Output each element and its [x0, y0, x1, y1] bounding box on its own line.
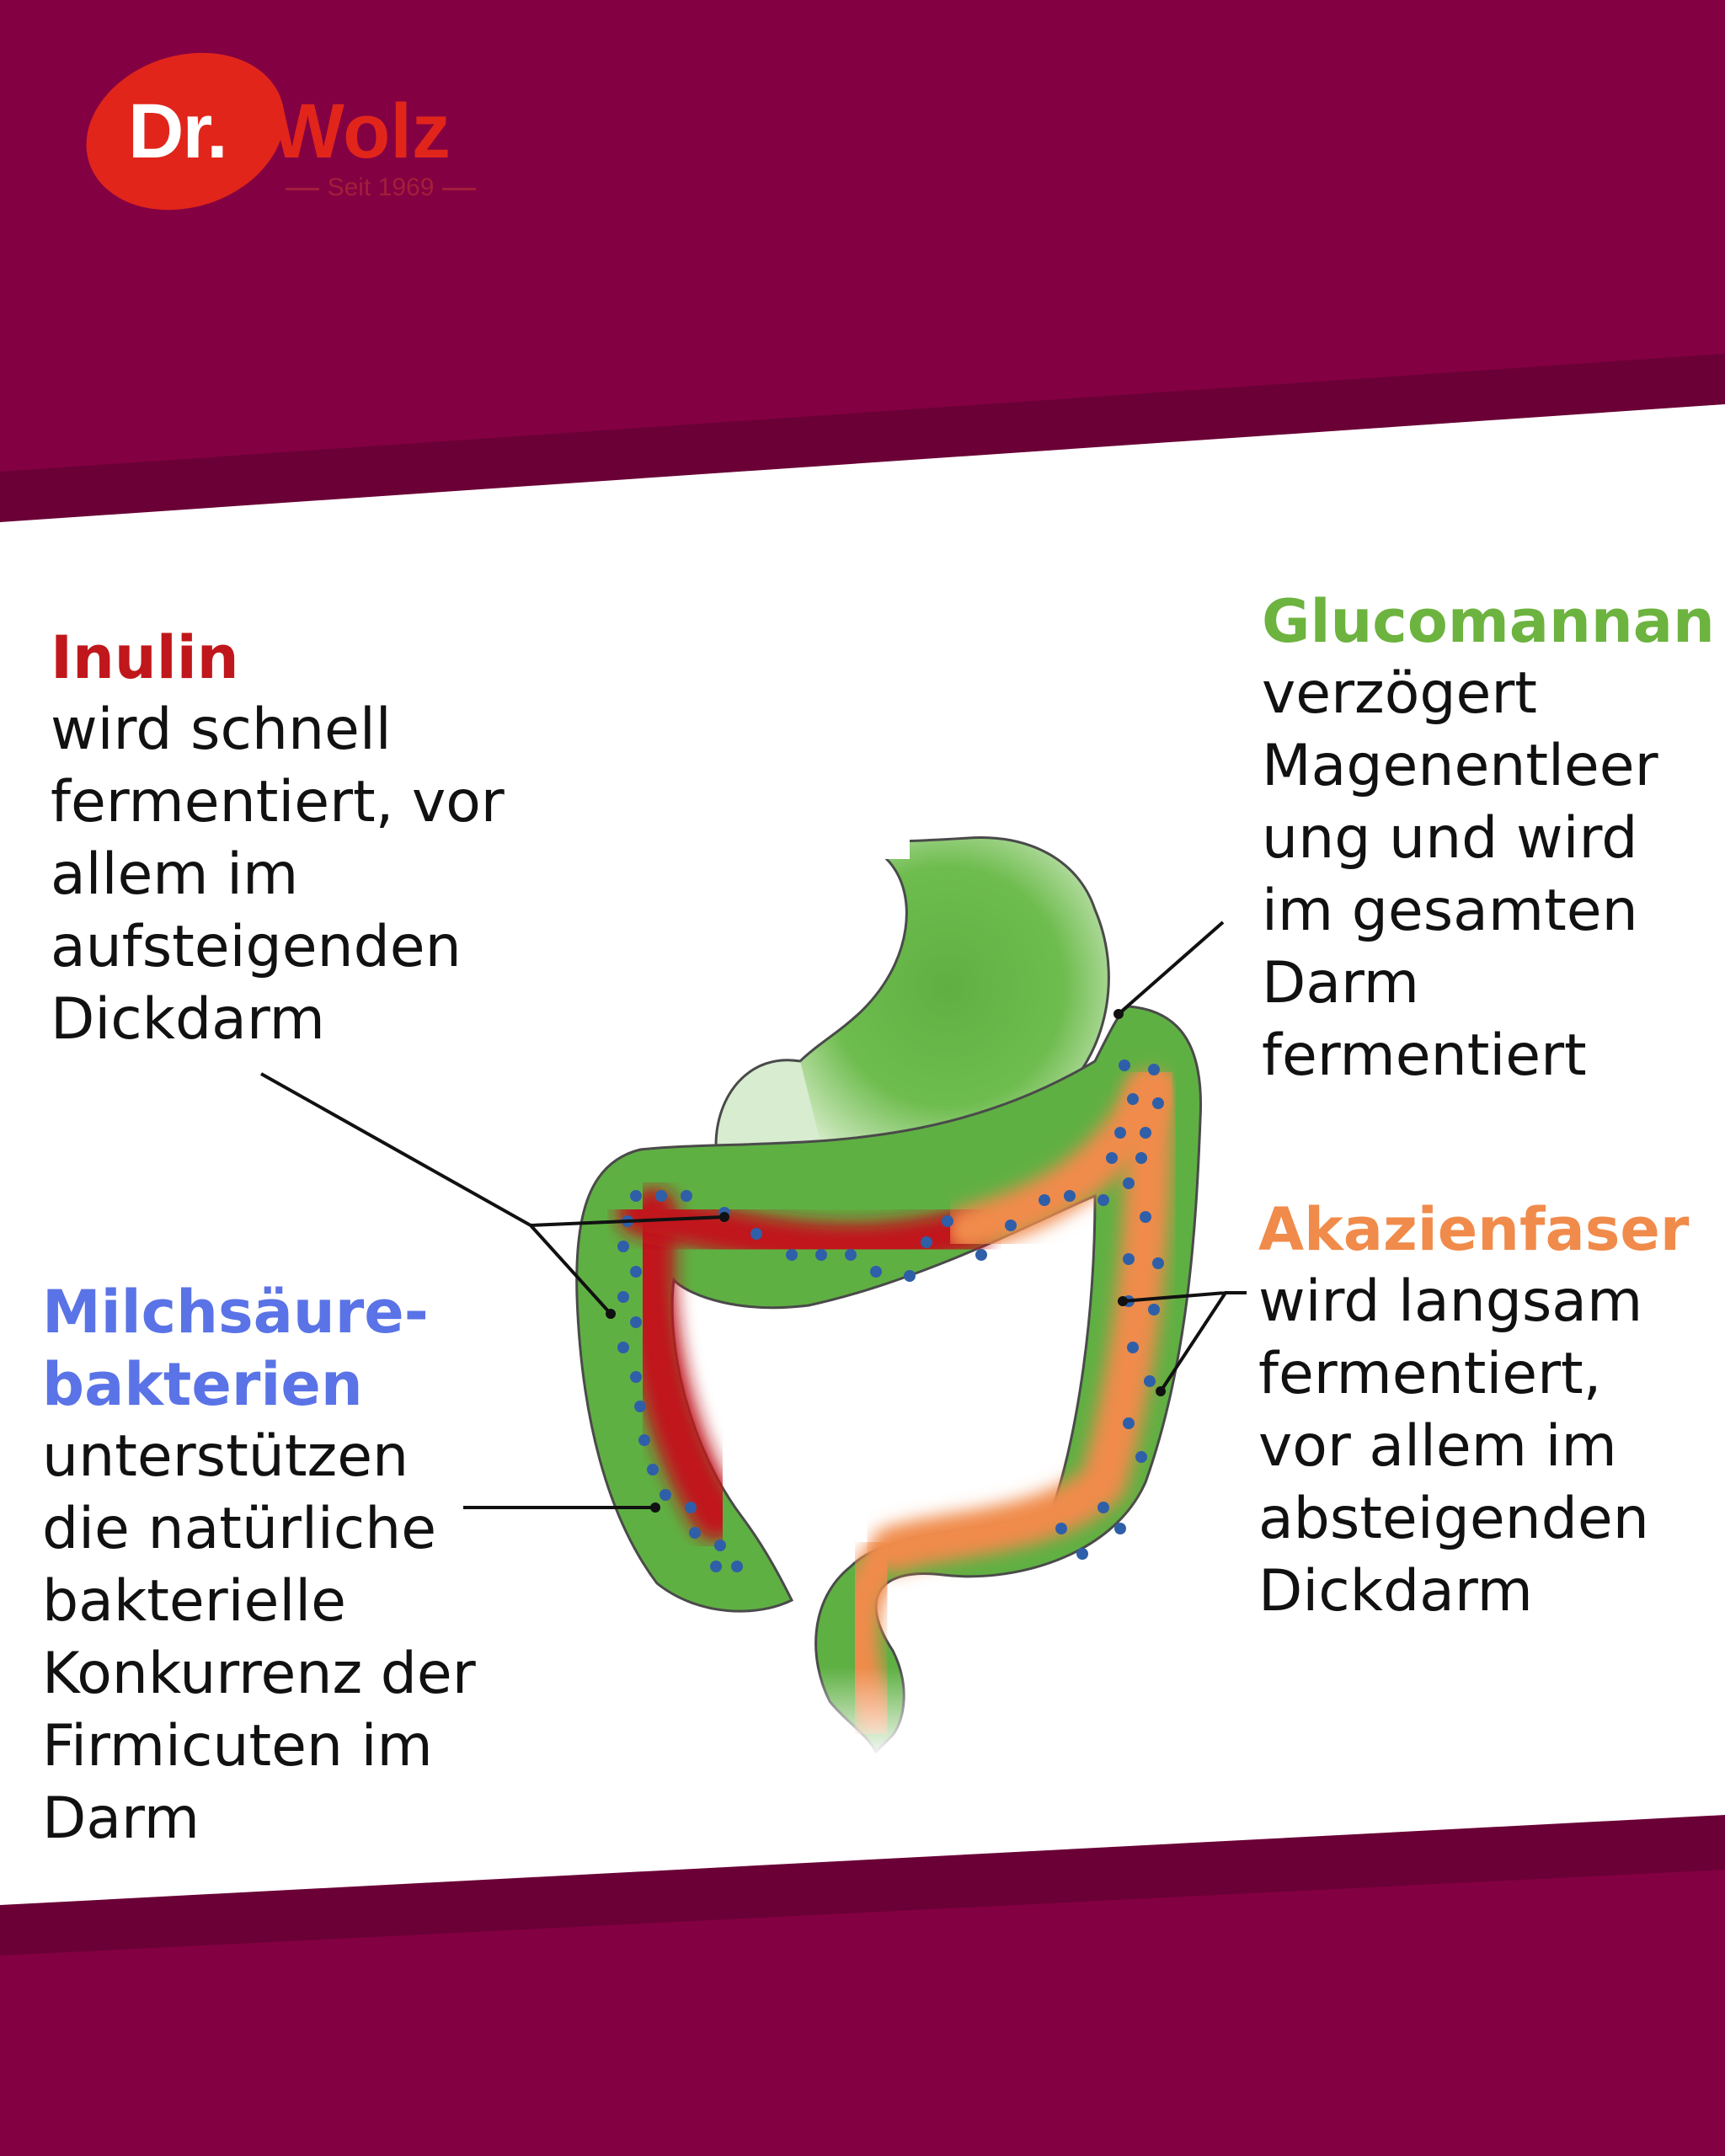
bacteria-dot — [660, 1489, 671, 1501]
bacteria-dot — [1140, 1211, 1151, 1223]
akazienfaser-leader — [1122, 1291, 1247, 1393]
logo-dr: Dr. — [128, 88, 228, 174]
bacteria-dot — [681, 1190, 692, 1202]
bacteria-dot — [845, 1249, 857, 1261]
bacteria-dot — [630, 1190, 642, 1202]
bacteria-dot — [1135, 1152, 1147, 1164]
inulin-title: Inulin — [51, 623, 239, 692]
bacteria-dot — [1123, 1177, 1135, 1189]
bacteria-dot — [689, 1527, 701, 1539]
bacteria-dot — [1144, 1375, 1156, 1387]
bacteria-dot — [685, 1502, 697, 1513]
bacteria-dot — [1140, 1127, 1151, 1139]
glucomannan-title: Glucomannan — [1262, 587, 1715, 656]
bacteria-dot — [1127, 1342, 1139, 1353]
bacteria-dot — [630, 1316, 642, 1328]
akazienfaser-title: Akazienfaser — [1258, 1195, 1690, 1264]
bacteria-dot — [1106, 1152, 1118, 1164]
logo-wolz: Wolz — [271, 88, 451, 174]
bacteria-dot — [1064, 1190, 1076, 1202]
bacteria-dot — [1123, 1417, 1135, 1429]
glucomannan-text: verzögert Magenentleer ung und wird im g… — [1262, 660, 1658, 1089]
bacteria-dot — [1114, 1523, 1126, 1534]
bacteria-dot — [1148, 1304, 1160, 1315]
bacteria-dot — [786, 1249, 798, 1261]
bacteria-dot — [638, 1434, 650, 1446]
akazienfaser-label: Akazienfaser wird langsam fermentiert, v… — [1258, 1193, 1713, 1628]
leader-lines — [260, 921, 1247, 1509]
milchsaeurebakterien-text: unterstützen die natürliche bakterielle … — [42, 1423, 476, 1852]
bacteria-dot — [942, 1215, 953, 1227]
bacteria-dot — [630, 1266, 642, 1278]
milchsaeurebakterien-label: Milchsäure- bakterien unterstützen die n… — [42, 1276, 581, 1855]
bacteria-dot — [921, 1236, 932, 1248]
inulin-label: Inulin wird schnell fermentiert, vor all… — [51, 622, 590, 1056]
bacteria-dot — [731, 1561, 743, 1572]
leader-end-dots — [606, 1009, 1166, 1513]
brand-logo: Dr. Wolz Seit 1969 — [66, 28, 522, 235]
logo-tagline: Seit 1969 — [271, 175, 490, 200]
milchsaeurebakterien-title: Milchsäure- bakterien — [42, 1278, 429, 1419]
bacteria-dot — [815, 1249, 827, 1261]
inulin-text: wird schnell fermentiert, vor allem im a… — [51, 696, 505, 1053]
bacteria-dot — [714, 1540, 726, 1551]
bacteria-dot — [617, 1241, 629, 1252]
bacteria-dot — [1097, 1194, 1109, 1206]
bacteria-dot — [710, 1561, 722, 1572]
glucomannan-leader — [1117, 921, 1225, 1016]
bacteria-dot — [1005, 1219, 1017, 1231]
bacteria-dot — [1152, 1097, 1164, 1109]
bacteria-dot — [1123, 1253, 1135, 1265]
bacteria-dot — [1148, 1064, 1160, 1075]
glucomannan-label: Glucomannan verzögert Magenentleer ung u… — [1262, 585, 1717, 1092]
top-band-shadow — [0, 354, 1725, 522]
inulin-leader — [260, 1072, 725, 1315]
bacteria-dot — [1076, 1548, 1088, 1560]
akazienfaser-text: wird langsam fermentiert, vor allem im a… — [1258, 1268, 1649, 1625]
bacteria-dot — [1055, 1523, 1067, 1534]
bacteria-dot — [647, 1464, 659, 1476]
bacteria-dot — [1097, 1502, 1109, 1513]
bacteria-dot — [750, 1228, 762, 1240]
bacteria-dot — [630, 1371, 642, 1383]
bacteria-dot — [975, 1249, 987, 1261]
bottom-band-shadow — [0, 1815, 1725, 1956]
bacteria-dot — [1152, 1257, 1164, 1269]
bacteria-dot — [1127, 1093, 1139, 1105]
bacteria-dot — [904, 1270, 916, 1282]
bacteria-dot — [870, 1266, 882, 1278]
bacteria-dot — [655, 1190, 667, 1202]
bacteria-dot — [1135, 1451, 1147, 1463]
bacteria-dot — [1039, 1194, 1050, 1206]
bacteria-dot — [617, 1342, 629, 1353]
bacteria-dot — [617, 1291, 629, 1303]
bacteria-dot — [1114, 1127, 1126, 1139]
bacteria-dot — [634, 1401, 646, 1412]
bacteria-dot — [1119, 1059, 1130, 1071]
